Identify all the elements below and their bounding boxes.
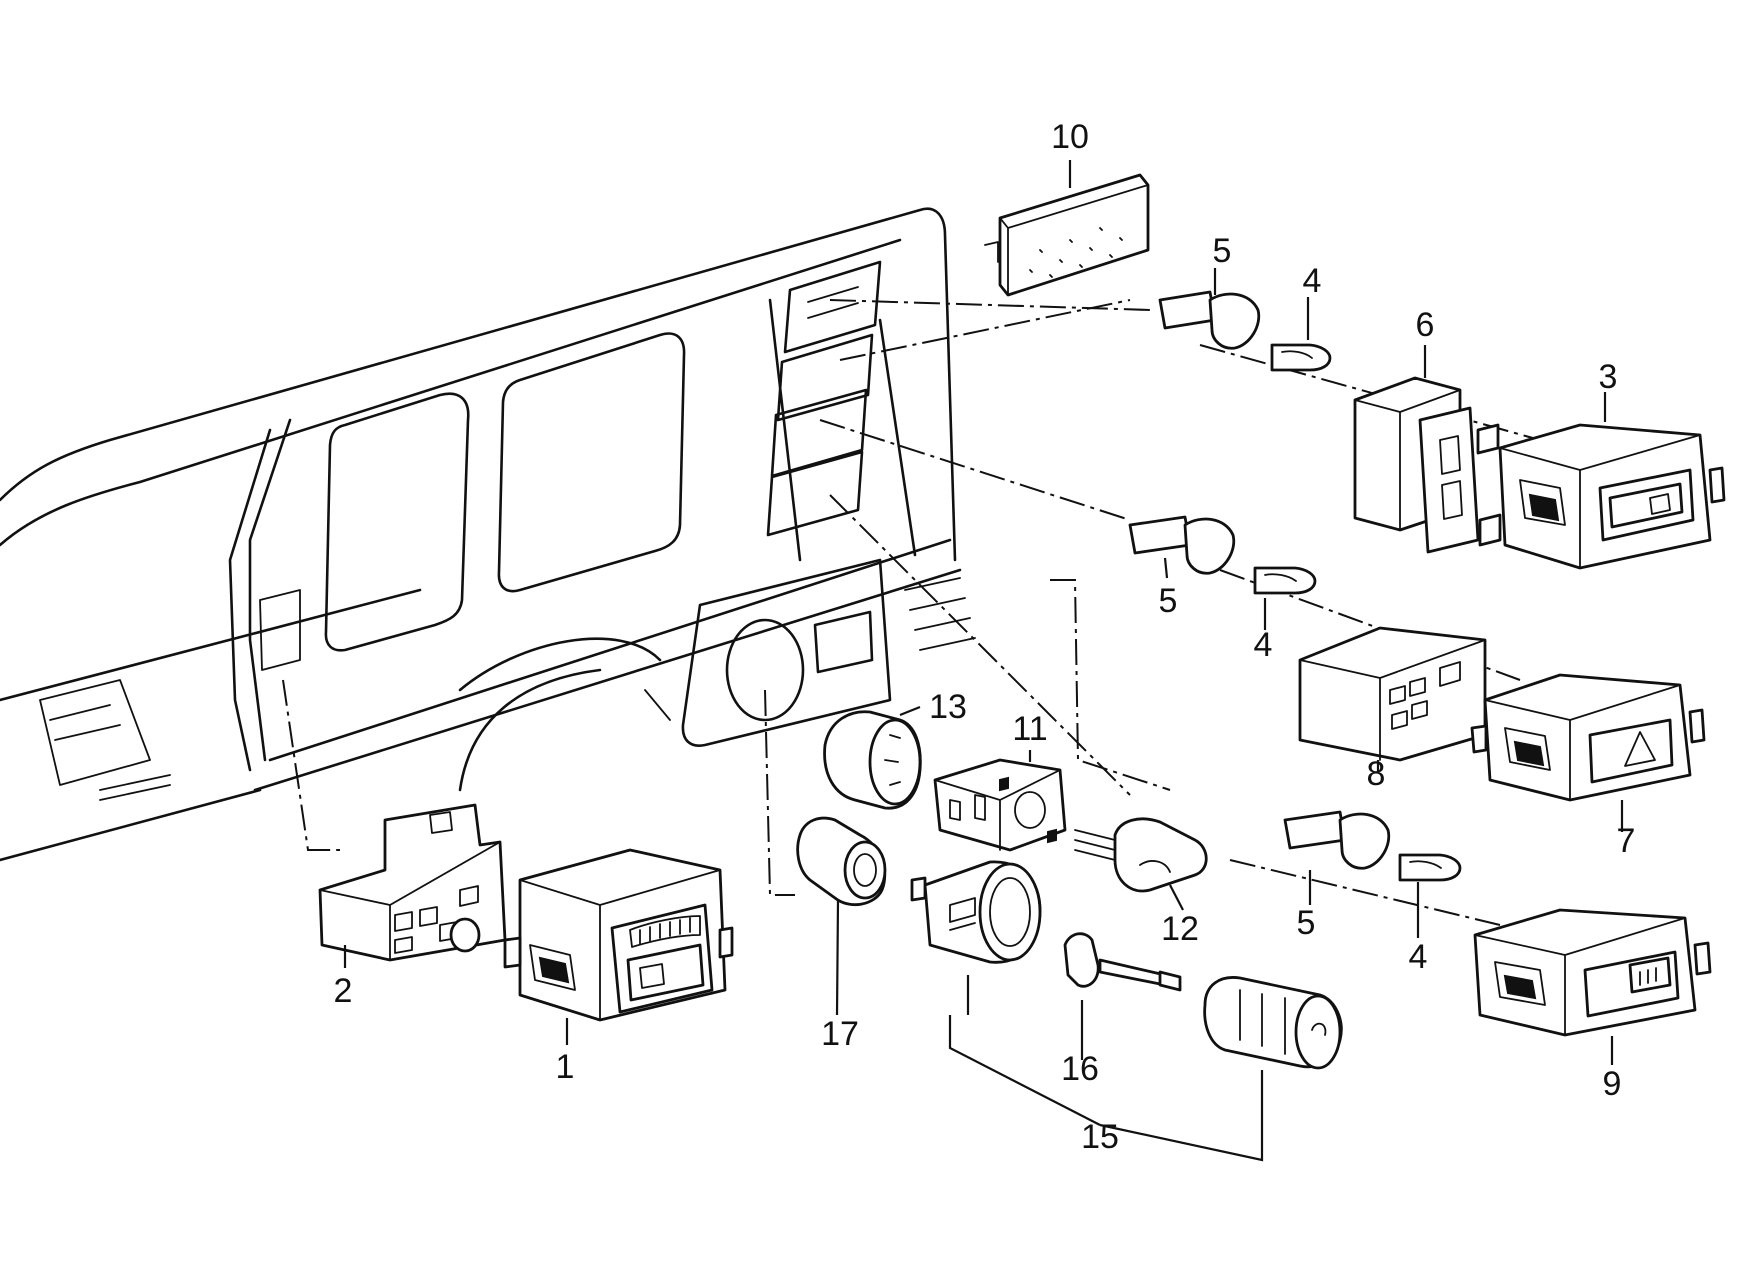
callout-9: 9 (1603, 1065, 1622, 1103)
part-3-switch (1498, 423, 1726, 570)
callout-5-middle: 5 (1159, 582, 1178, 620)
part-15-lighter-housing (910, 860, 1042, 964)
bulb-4-bottom (1398, 853, 1462, 882)
callout-15: 15 (1081, 1118, 1119, 1156)
part-1-headlight-switch (503, 848, 734, 1022)
part-17-socket (796, 816, 887, 907)
bulb-4-middle (1253, 566, 1317, 595)
part-16-heating-element (1063, 932, 1182, 992)
part-12-rotary-knob (1074, 817, 1208, 893)
bulb-holder-5-middle (1128, 515, 1236, 575)
callout-5-bottom: 5 (1297, 904, 1316, 942)
part-8-connector (1298, 626, 1487, 762)
bulb-4-top (1270, 343, 1332, 372)
callout-7: 7 (1617, 822, 1636, 860)
callout-4-top: 4 (1303, 262, 1322, 300)
callout-10: 10 (1051, 118, 1089, 156)
part-10-label-plate (984, 173, 1150, 297)
callouts: 10 5 4 6 3 5 4 8 7 5 4 9 13 11 12 2 1 17… (334, 118, 1636, 1156)
callout-3: 3 (1599, 358, 1618, 396)
callout-13: 13 (929, 688, 967, 726)
part-11-housing (933, 758, 1067, 852)
part-13-knob (823, 710, 922, 810)
part-9-defrost-switch (1473, 908, 1712, 1037)
callout-11: 11 (1012, 710, 1047, 748)
leader-lines (343, 160, 1624, 1162)
part-7-hazard-switch (1470, 673, 1706, 802)
callout-4-middle: 4 (1254, 626, 1273, 664)
callout-17: 17 (821, 1015, 859, 1053)
callout-12: 12 (1161, 910, 1199, 948)
callout-5-top: 5 (1213, 232, 1232, 270)
part-6-relay (1353, 376, 1502, 554)
part-15-lighter-plug (1203, 976, 1343, 1070)
callout-1: 1 (556, 1048, 575, 1086)
dashboard-panel (0, 207, 976, 862)
callout-8: 8 (1367, 755, 1386, 793)
callout-16: 16 (1061, 1050, 1099, 1088)
callout-4-bottom: 4 (1409, 938, 1428, 976)
bulb-holder-5-bottom (1283, 810, 1391, 870)
callout-6: 6 (1416, 306, 1435, 344)
callout-2: 2 (334, 972, 353, 1010)
part-2-module (318, 803, 507, 962)
bulb-holder-5-top (1158, 290, 1261, 350)
